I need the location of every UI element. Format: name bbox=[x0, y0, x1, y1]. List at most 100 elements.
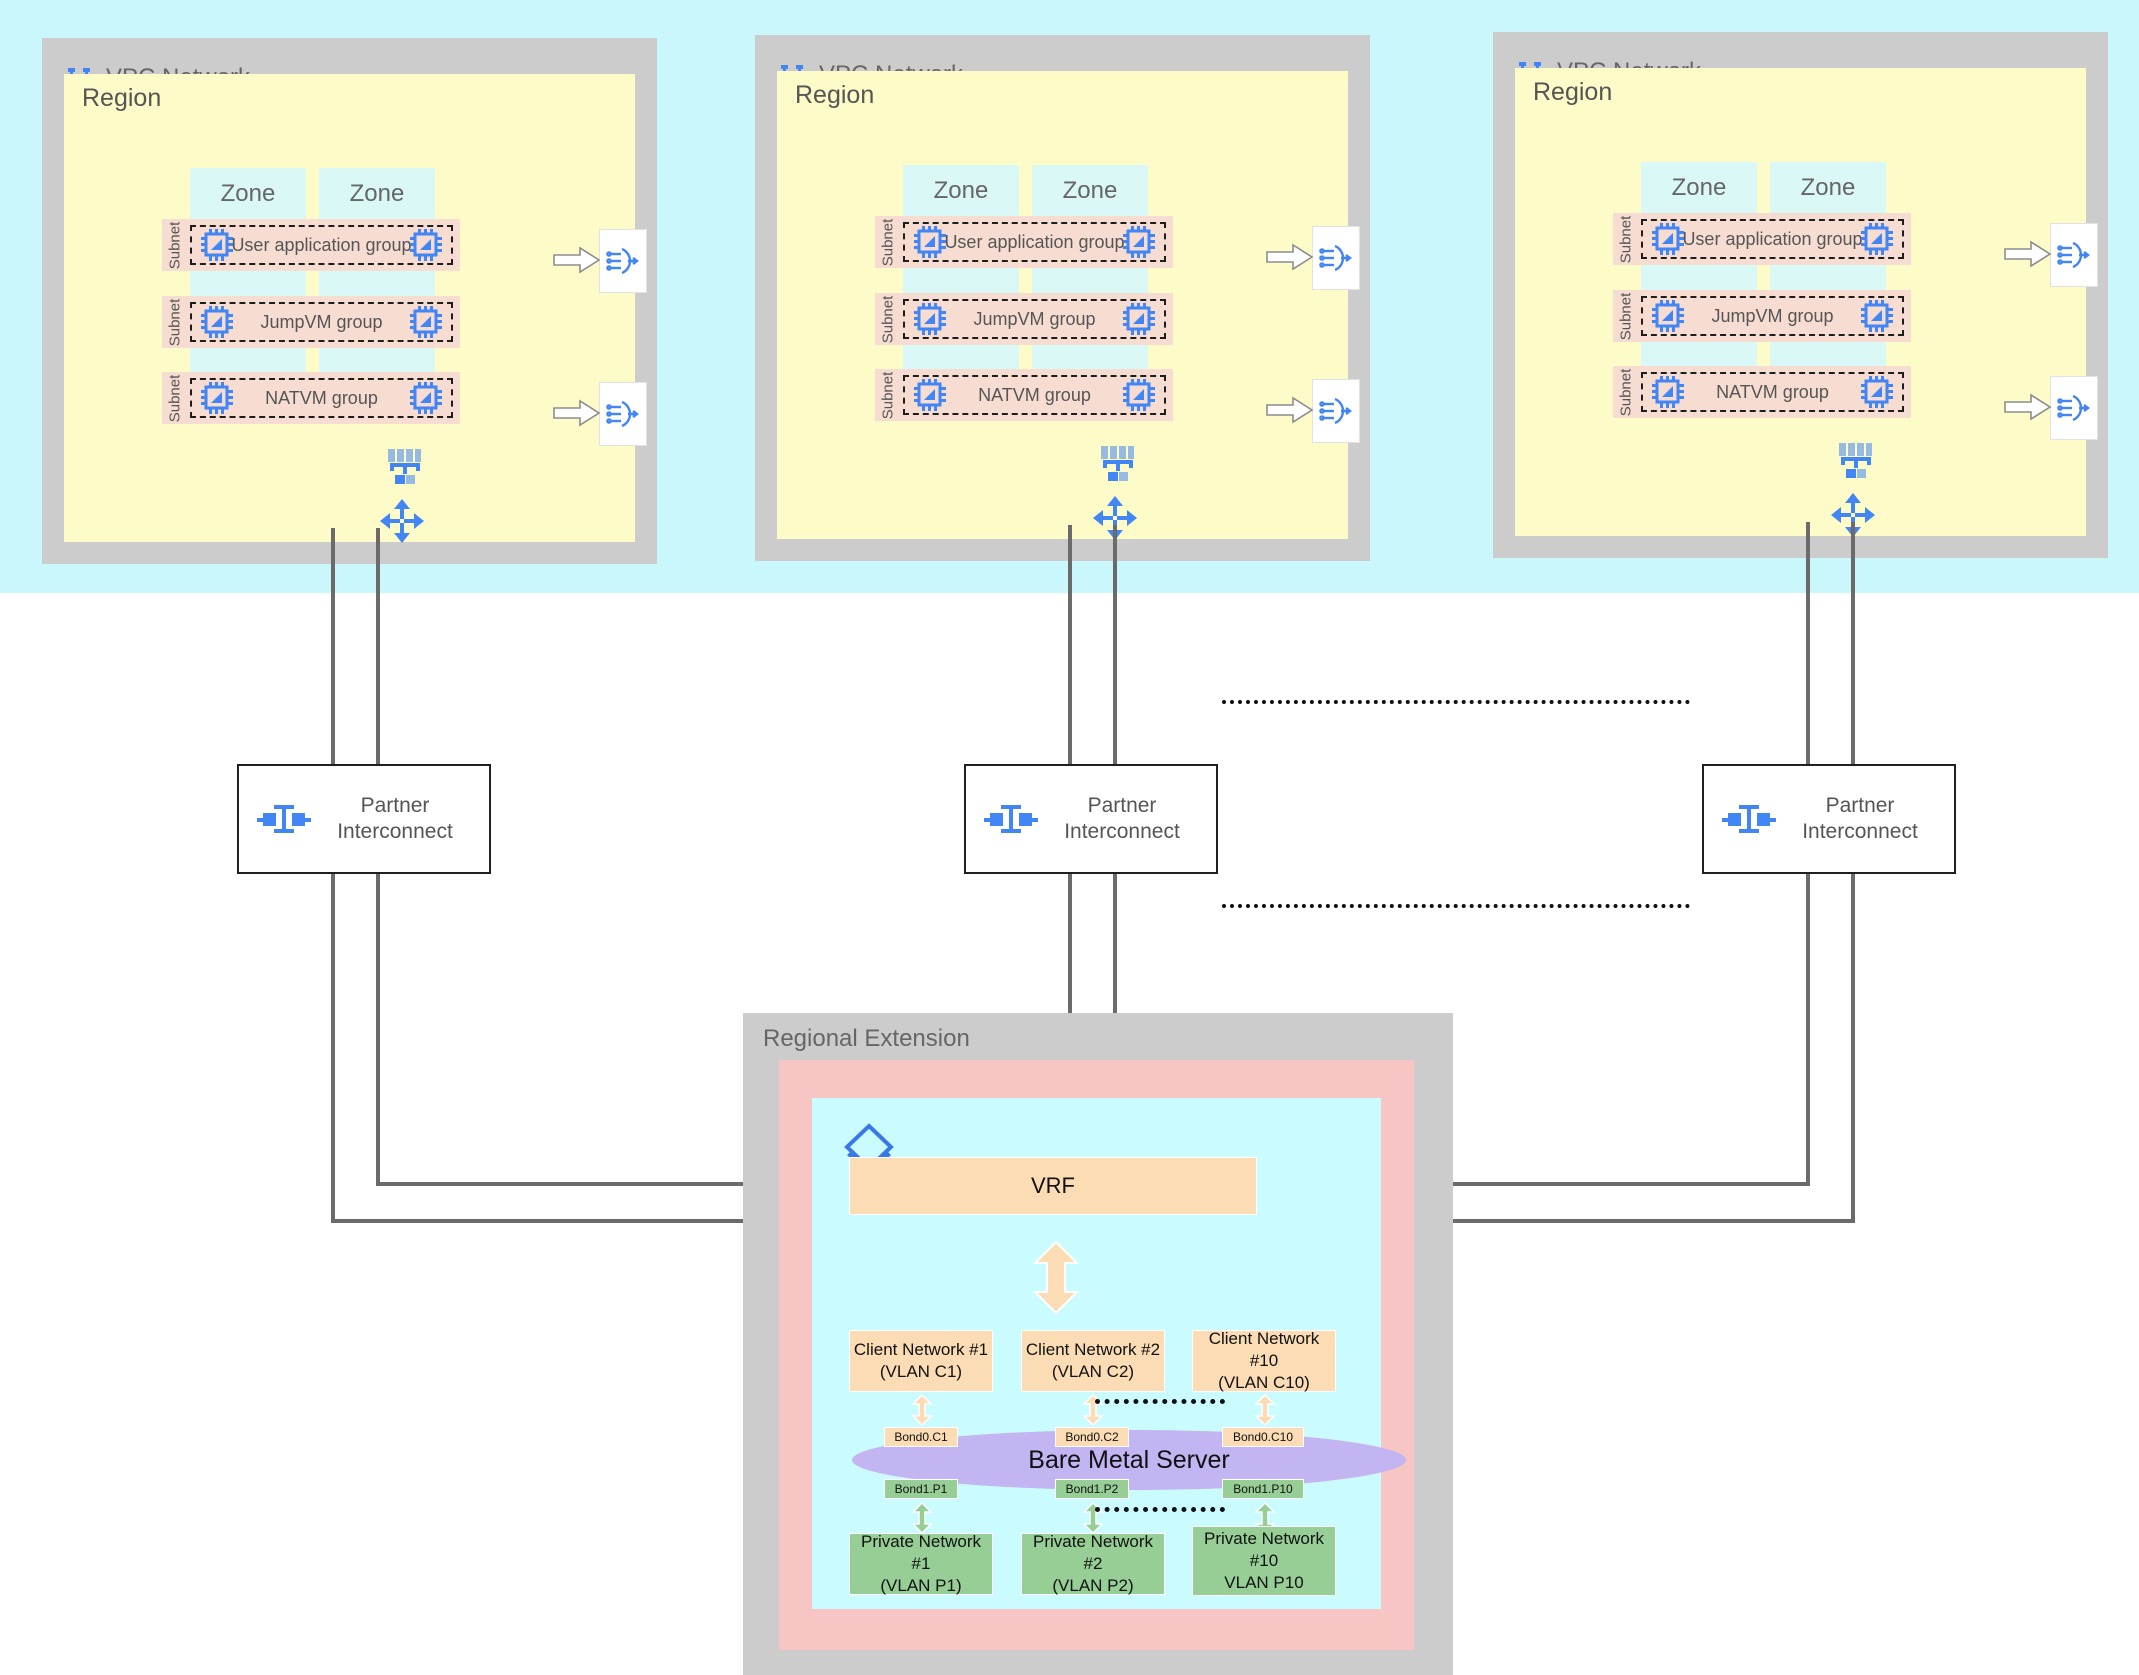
vpc-network-1[interactable]: VPC Network Region Zone Zone Subnet bbox=[42, 38, 657, 564]
subnet-row-user-app[interactable]: Subnet User application group bbox=[162, 219, 460, 271]
client-network-10[interactable]: Client Network #10(VLAN C10) bbox=[1192, 1328, 1336, 1393]
private-network-label: Private Network #2(VLAN P2) bbox=[1033, 1531, 1153, 1596]
vrf-label: VRF bbox=[1031, 1173, 1075, 1198]
private-link-arrow-1 bbox=[911, 1501, 933, 1535]
vm-chip-icon bbox=[200, 381, 234, 415]
link-router2-pi2-b bbox=[1113, 525, 1117, 764]
client-network-label: Client Network #1(VLAN C1) bbox=[853, 1339, 989, 1381]
instance-group-natvm[interactable]: NATVM group bbox=[1641, 372, 1904, 412]
instance-group-user-application[interactable]: User application group bbox=[903, 222, 1166, 262]
vm-chip-icon bbox=[200, 305, 234, 339]
region-label: Region bbox=[82, 84, 162, 112]
arrow-to-nat-user-app bbox=[2004, 240, 2052, 268]
instance-group-natvm[interactable]: NATVM group bbox=[190, 378, 453, 418]
subnet-row-jumpvm[interactable]: Subnet JumpVM group bbox=[1613, 290, 1911, 342]
link-router3-pi3-a bbox=[1806, 522, 1810, 764]
vpc-network-3[interactable]: VPC Network Region Zone Zone Subnet bbox=[1493, 32, 2108, 558]
subnet-row-jumpvm[interactable]: Subnet JumpVM group bbox=[162, 296, 460, 348]
dotted-separator-top bbox=[1222, 700, 1690, 704]
instance-group-label: NATVM group bbox=[978, 384, 1091, 405]
client-network-2[interactable]: Client Network #2(VLAN C2) bbox=[1021, 1330, 1165, 1392]
region-label: Region bbox=[795, 81, 875, 109]
subnet-row-jumpvm[interactable]: Subnet JumpVM group bbox=[875, 293, 1173, 345]
zone-label: Zone bbox=[933, 177, 989, 204]
subnet-row-natvm[interactable]: Subnet NATVM group bbox=[162, 372, 460, 424]
nat-gateway-natvm[interactable] bbox=[599, 382, 647, 446]
subnet-row-natvm[interactable]: Subnet NATVM group bbox=[1613, 366, 1911, 418]
network-switch-icon bbox=[1835, 443, 1875, 481]
subnet-label: Subnet bbox=[1617, 368, 1635, 416]
instance-group-label: JumpVM group bbox=[1711, 305, 1834, 326]
partner-interconnect-icon bbox=[984, 799, 1038, 839]
cloud-router-icon bbox=[379, 498, 425, 544]
vm-chip-icon bbox=[913, 225, 947, 259]
link-pi1-vrf-outer-h bbox=[331, 1219, 851, 1223]
instance-group-user-application[interactable]: User application group bbox=[190, 225, 453, 265]
vm-chip-icon bbox=[1860, 299, 1894, 333]
instance-group-label: JumpVM group bbox=[260, 311, 383, 332]
subnet-row-natvm[interactable]: Subnet NATVM group bbox=[875, 369, 1173, 421]
client-network-label: Client Network #10(VLAN C10) bbox=[1208, 1328, 1320, 1393]
instance-group-user-application[interactable]: User application group bbox=[1641, 219, 1904, 259]
partner-interconnect-icon bbox=[257, 799, 311, 839]
vpc-network-2[interactable]: VPC Network Region Zone Zone Subnet bbox=[755, 35, 1370, 561]
instance-group-jumpvm[interactable]: JumpVM group bbox=[903, 299, 1166, 339]
subnet-label: Subnet bbox=[879, 218, 897, 266]
zone-label: Zone bbox=[1062, 177, 1118, 204]
instance-group-natvm[interactable]: NATVM group bbox=[903, 375, 1166, 415]
bond-label-client-2: Bond0.C2 bbox=[1055, 1427, 1129, 1447]
arrow-to-nat-user-app bbox=[1266, 243, 1314, 271]
instance-group-label: User application group bbox=[231, 234, 412, 255]
link-router3-pi3-b bbox=[1851, 522, 1855, 764]
vm-chip-icon bbox=[200, 228, 234, 262]
vm-chip-icon bbox=[409, 381, 443, 415]
region-3: Region Zone Zone Subnet bbox=[1515, 68, 2086, 537]
vm-chip-icon bbox=[1651, 375, 1685, 409]
subnet-label: Subnet bbox=[879, 295, 897, 343]
nat-gateway-user-app[interactable] bbox=[1312, 226, 1360, 290]
arrow-to-nat-natvm bbox=[2004, 393, 2052, 421]
zone-label: Zone bbox=[349, 180, 405, 207]
instance-group-jumpvm[interactable]: JumpVM group bbox=[190, 302, 453, 342]
link-pi3-vrf-inner-v bbox=[1806, 874, 1810, 1186]
link-router1-pi1-b bbox=[376, 528, 380, 764]
arrow-to-nat-user-app bbox=[553, 246, 601, 274]
vm-chip-icon bbox=[1122, 378, 1156, 412]
zone-label: Zone bbox=[1800, 174, 1856, 201]
instance-group-label: NATVM group bbox=[1716, 381, 1829, 402]
zone-label: Zone bbox=[220, 180, 276, 207]
instance-group-label: User application group bbox=[1682, 228, 1863, 249]
client-network-1[interactable]: Client Network #1(VLAN C1) bbox=[849, 1330, 993, 1392]
instance-group-jumpvm[interactable]: JumpVM group bbox=[1641, 296, 1904, 336]
nat-gateway-natvm[interactable] bbox=[2050, 376, 2098, 440]
link-pi1-vrf-inner-v bbox=[376, 874, 380, 1186]
client-network-label: Client Network #2(VLAN C2) bbox=[1025, 1339, 1161, 1381]
vm-chip-icon bbox=[409, 228, 443, 262]
link-pi3-vrf-outer-v bbox=[1851, 874, 1855, 1223]
subnet-row-user-app[interactable]: Subnet User application group bbox=[875, 216, 1173, 268]
private-network-2[interactable]: Private Network #2(VLAN P2) bbox=[1021, 1531, 1165, 1596]
bond-label-private-1: Bond1.P1 bbox=[884, 1479, 958, 1499]
subnet-label: Subnet bbox=[1617, 292, 1635, 340]
link-pi3-vrf-outer-h bbox=[1331, 1219, 1855, 1223]
nat-gateway-natvm[interactable] bbox=[1312, 379, 1360, 443]
instance-group-label: JumpVM group bbox=[973, 308, 1096, 329]
vm-chip-icon bbox=[1122, 302, 1156, 336]
nat-gateway-user-app[interactable] bbox=[2050, 223, 2098, 287]
vrf-box[interactable]: VRF bbox=[849, 1157, 1257, 1215]
link-router1-pi1-a bbox=[331, 528, 335, 764]
subnet-row-user-app[interactable]: Subnet User application group bbox=[1613, 213, 1911, 265]
link-pi3-vrf-inner-h bbox=[1331, 1182, 1810, 1186]
link-pi1-vrf-inner-h bbox=[376, 1182, 851, 1186]
nat-gateway-user-app[interactable] bbox=[599, 229, 647, 293]
private-network-1[interactable]: Private Network #1(VLAN P1) bbox=[849, 1532, 993, 1595]
dotted-separator-bottom bbox=[1222, 904, 1690, 908]
vm-chip-icon bbox=[1860, 375, 1894, 409]
